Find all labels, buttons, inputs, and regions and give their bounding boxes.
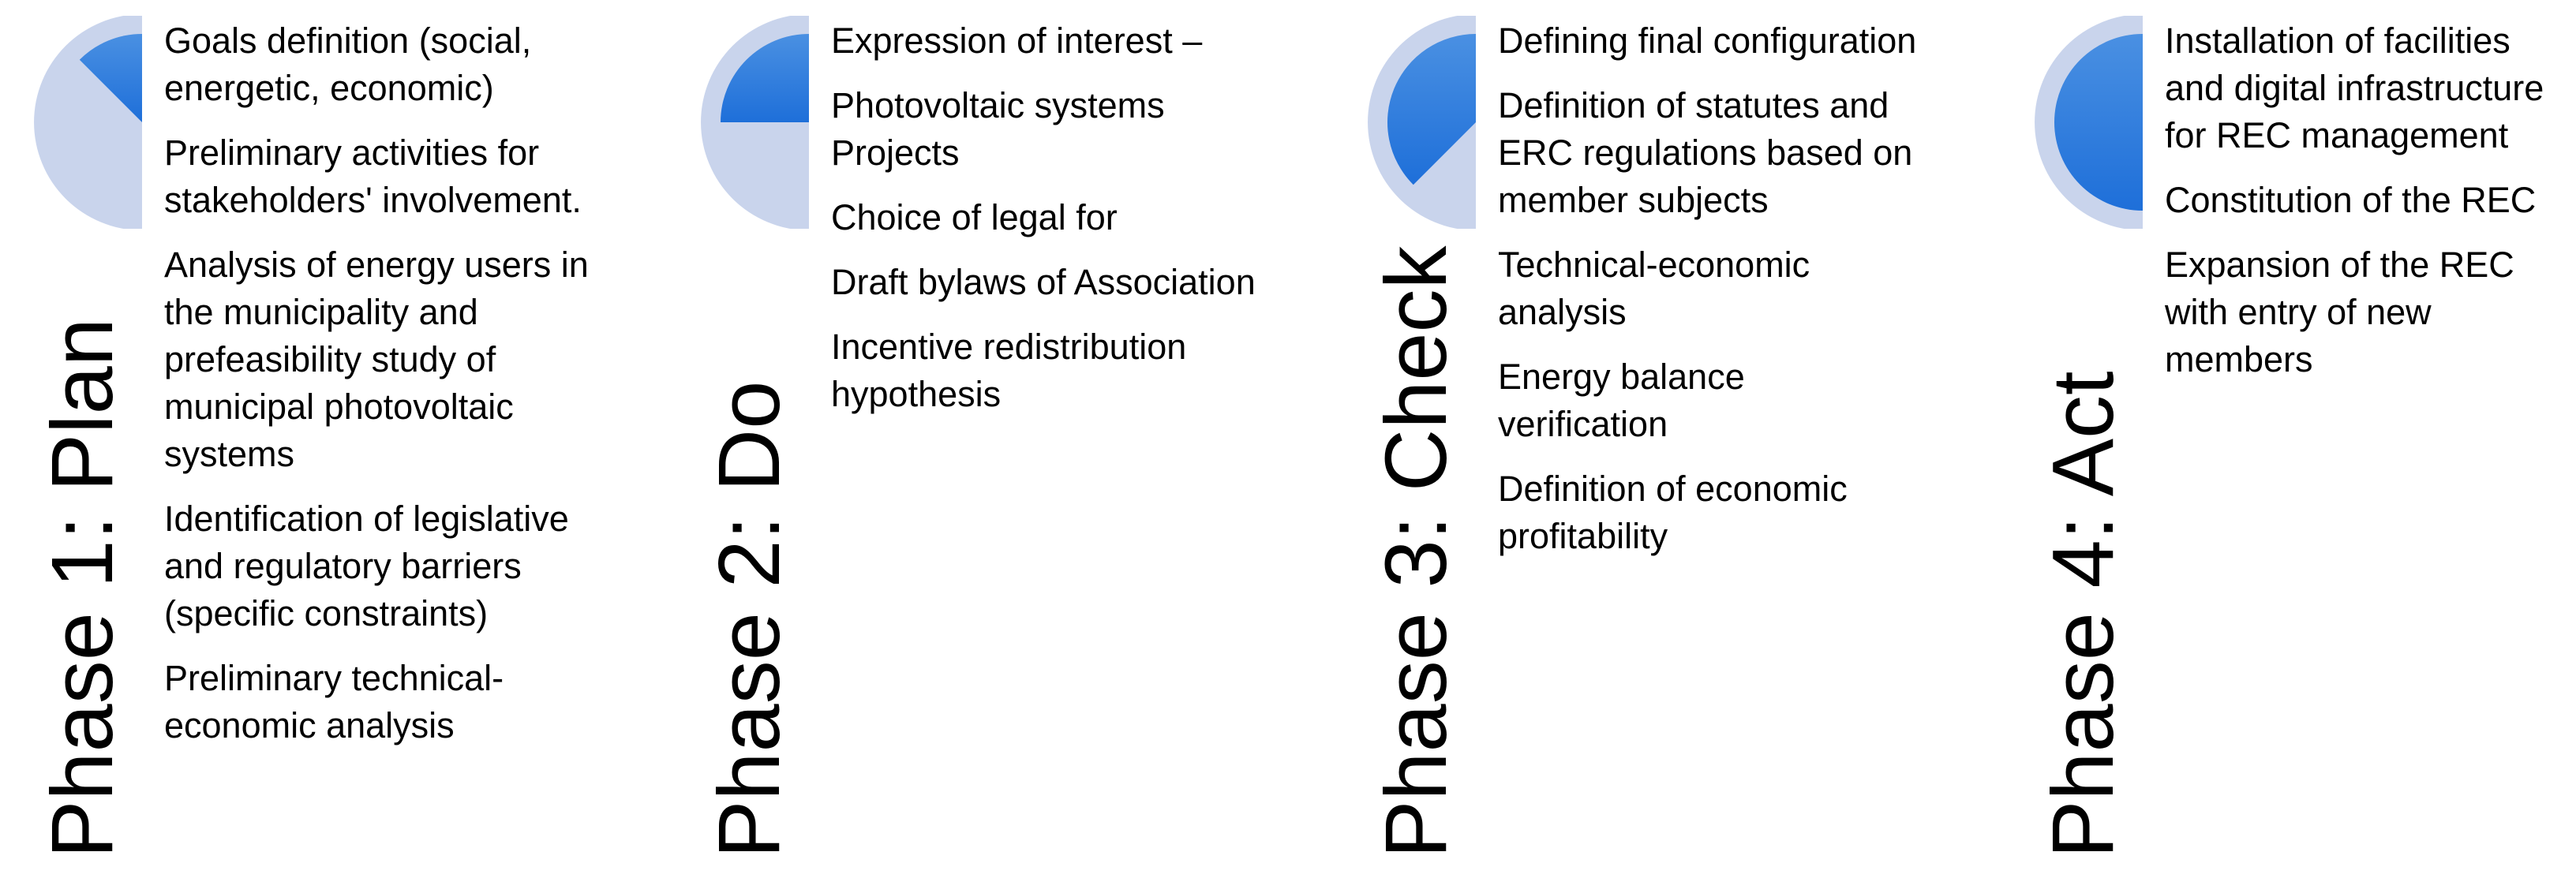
- pie-progress-sector: [1387, 34, 1476, 185]
- phase-3: Phase 3: Check Defining final configurat…: [1334, 0, 1981, 878]
- pie-progress-sector: [79, 34, 142, 122]
- phase-1-item: Preliminary technical-economic analysis: [164, 658, 504, 745]
- pie-svg: [34, 16, 142, 229]
- phase-1-item: Identification of legislative and regula…: [164, 499, 569, 633]
- phase-4-item: Constitution of the REC: [2165, 180, 2537, 220]
- phase-3-item: Definition of economic profitability: [1498, 469, 1848, 556]
- phase-3-title: Phase 3: Check: [1368, 245, 1465, 858]
- phase-4-item-list: Installation of facilities and digital i…: [2165, 17, 2575, 401]
- phase-4: Phase 4: Act Installation of facilities …: [2001, 0, 2576, 878]
- phase-4-item: Expansion of the REC with entry of new m…: [2165, 245, 2514, 379]
- phase-3-item: Energy balance verification: [1498, 357, 1745, 444]
- pie-svg: [1368, 16, 1476, 229]
- phase-2: Phase 2: Do Expression of interest – Pho…: [667, 0, 1314, 878]
- phase-4-item: Installation of facilities and digital i…: [2165, 21, 2544, 155]
- phase-2-item: Choice of legal for: [831, 197, 1118, 237]
- phase-1-title: Phase 1: Plan: [34, 318, 131, 858]
- phase-3-item-list: Defining final configuration Definition …: [1498, 17, 1924, 577]
- phase-1-item: Preliminary activities for stakeholders'…: [164, 133, 582, 220]
- phase-4-title: Phase 4: Act: [2035, 371, 2132, 858]
- phase-2-item-list: Expression of interest – Photovoltaic sy…: [831, 17, 1273, 435]
- phase-1-item: Goals definition (social, energetic, eco…: [164, 21, 532, 108]
- phase-3-progress-pie-icon: [1350, 16, 1480, 229]
- phase-2-item: Photovoltaic systems Projects: [831, 85, 1165, 173]
- phase-1-progress-pie-icon: [16, 16, 146, 229]
- phase-2-item: Expression of interest –: [831, 21, 1203, 61]
- phase-2-progress-pie-icon: [683, 16, 813, 229]
- phase-4-progress-pie-icon: [2016, 16, 2147, 229]
- pie-progress-sector: [2054, 34, 2143, 211]
- pie-svg: [701, 16, 809, 229]
- phase-1-item-list: Goals definition (social, energetic, eco…: [164, 17, 606, 767]
- phase-2-title: Phase 2: Do: [701, 380, 798, 858]
- phase-3-item: Technical-economic analysis: [1498, 245, 1810, 332]
- pie-svg: [2035, 16, 2143, 229]
- phase-3-item: Defining final configuration: [1498, 21, 1917, 61]
- phase-3-item: Definition of statutes and ERC regulatio…: [1498, 85, 1913, 220]
- phase-2-item: Draft bylaws of Association: [831, 262, 1256, 302]
- phase-2-item: Incentive redistribution hypothesis: [831, 327, 1187, 414]
- pie-progress-sector: [721, 34, 809, 122]
- phase-1: Phase 1: Plan Goals definition (social, …: [0, 0, 647, 878]
- phase-1-item: Analysis of energy users in the municipa…: [164, 245, 589, 474]
